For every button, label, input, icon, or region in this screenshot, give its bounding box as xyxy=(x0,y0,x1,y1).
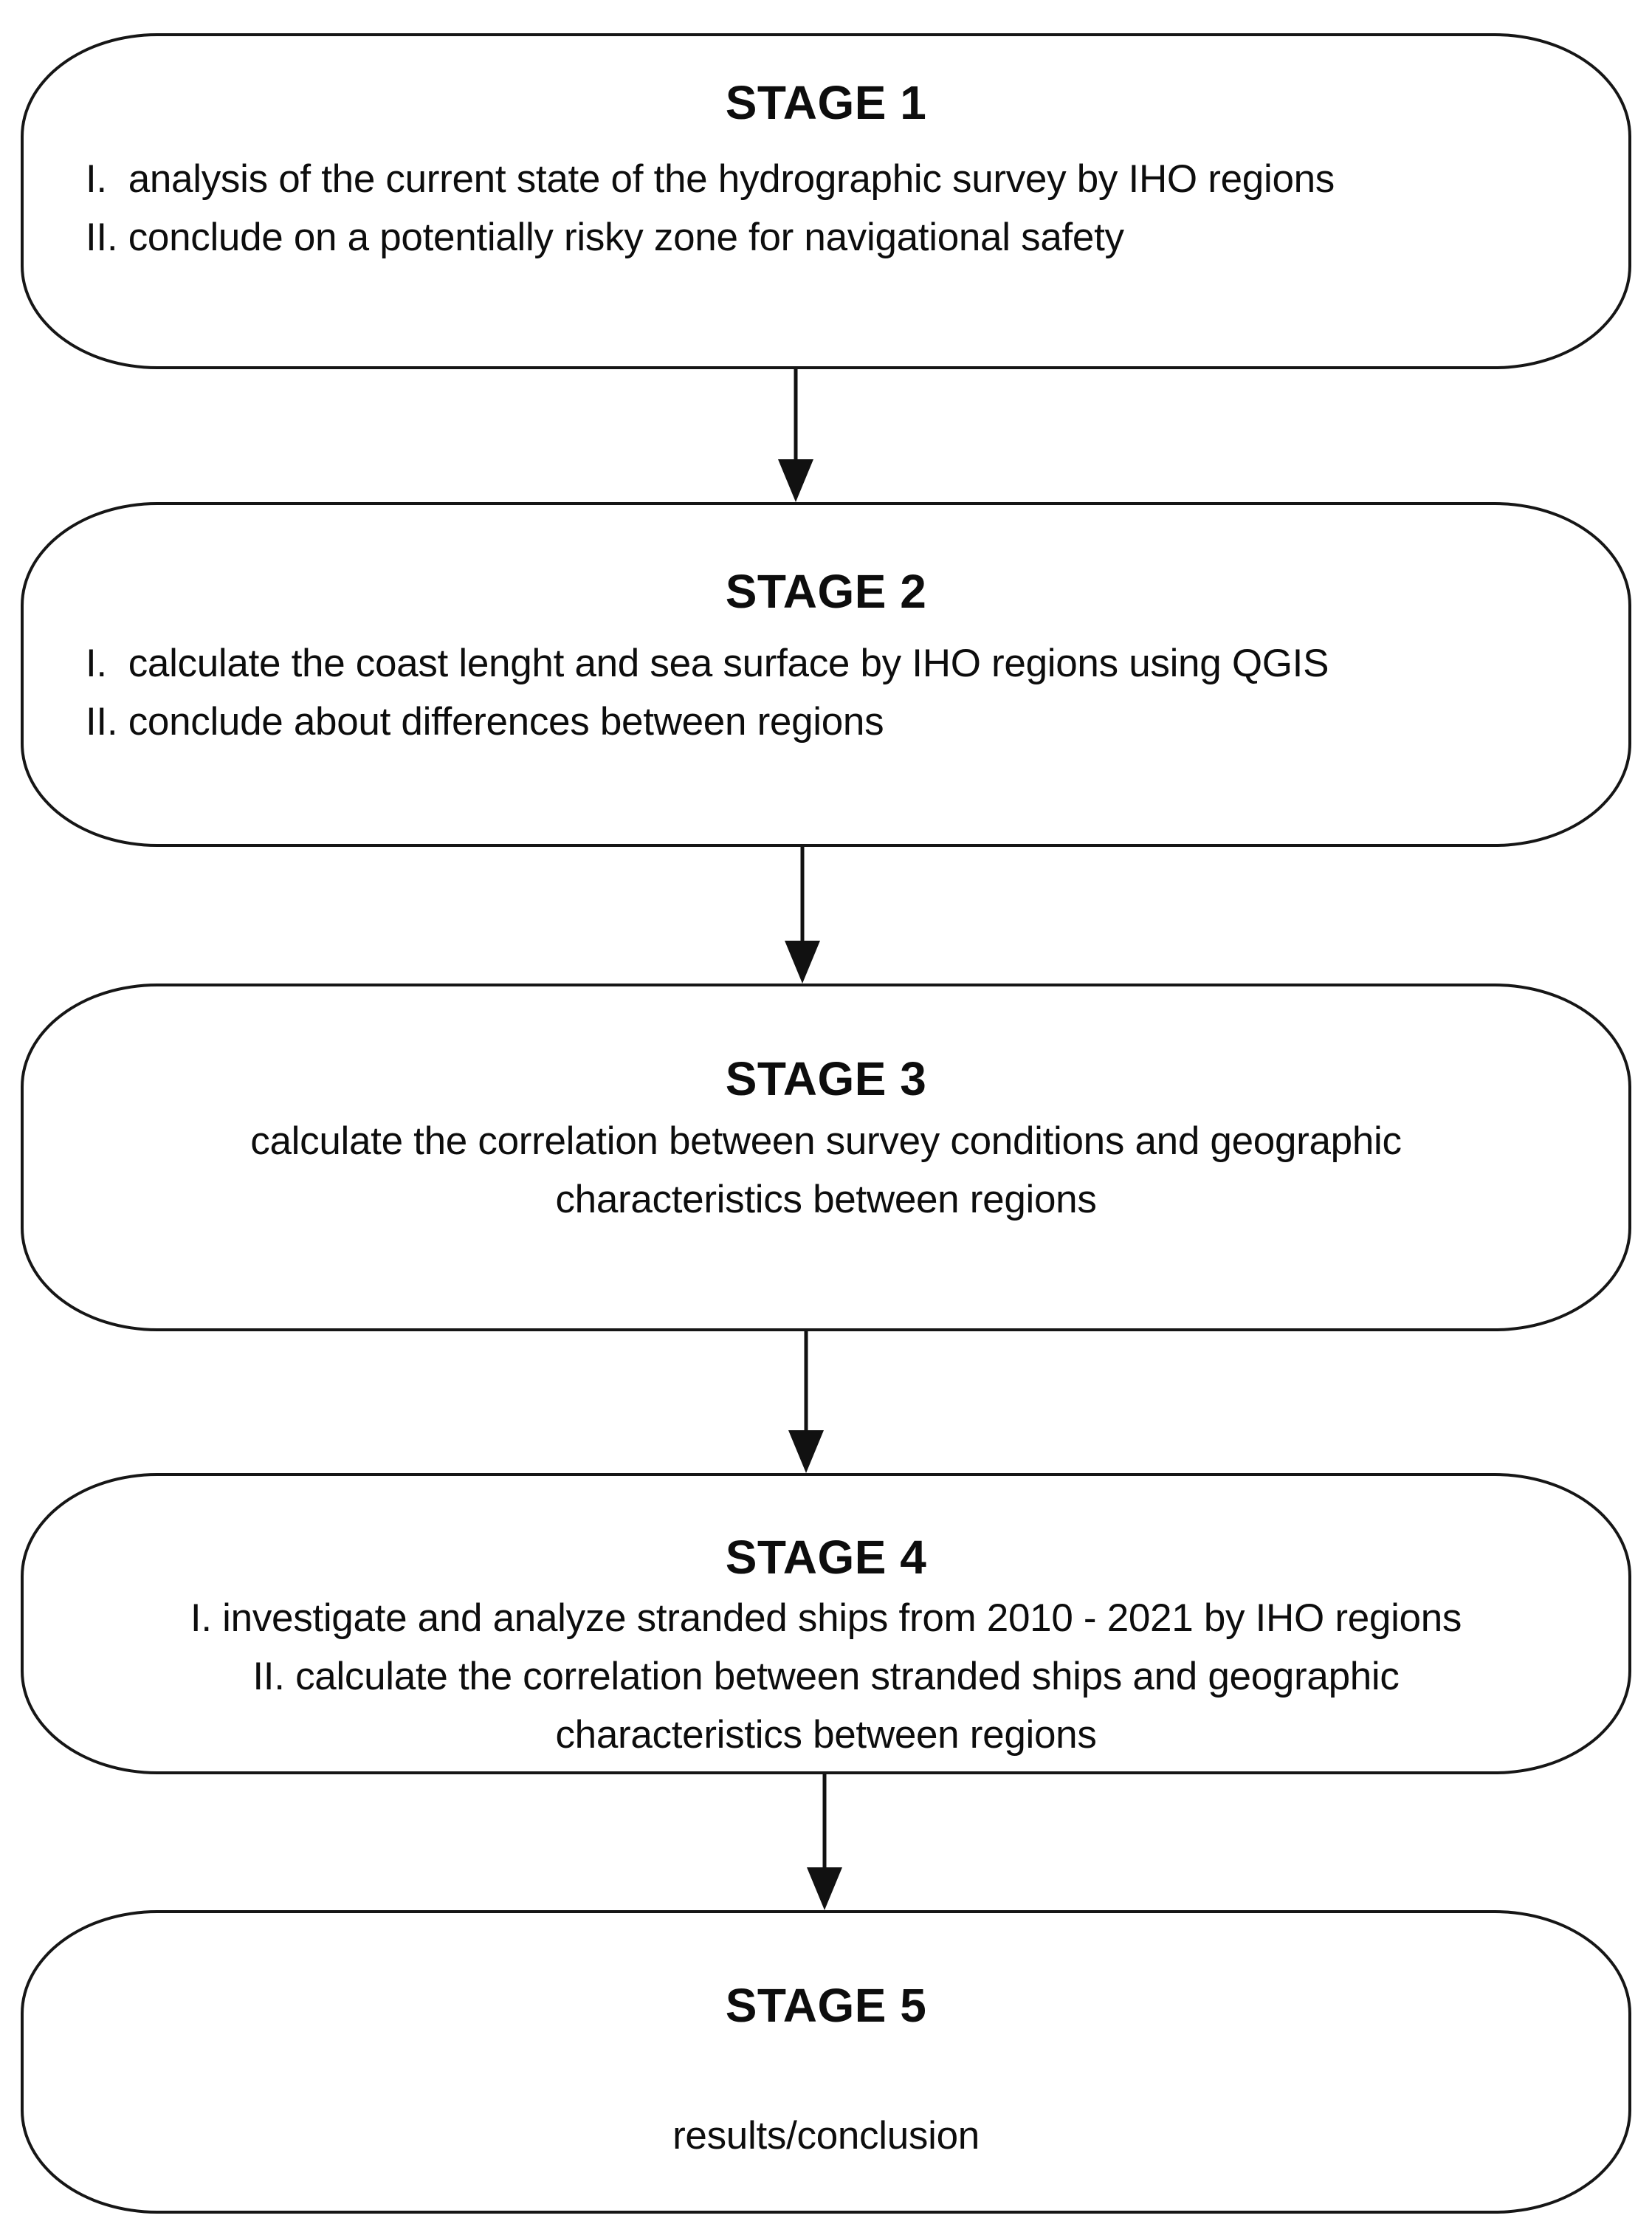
stage-5-lines: results/conclusion xyxy=(24,2107,1628,2165)
flow-arrow-2 xyxy=(783,847,822,984)
stage-5-title: STAGE 5 xyxy=(725,1979,927,2032)
stage-1-line-2: II. conclude on a potentially risky zone… xyxy=(86,216,1124,259)
stage-4-box: STAGE 4 I. investigate and analyze stran… xyxy=(21,1473,1631,1774)
stage-3-title: STAGE 3 xyxy=(725,1052,927,1105)
arrowhead-down xyxy=(807,1867,842,1910)
stage-4-line-3: characteristics between regions xyxy=(555,1713,1097,1757)
stage-3-line-2: characteristics between regions xyxy=(555,1178,1097,1221)
stage-5-box: STAGE 5 results/conclusion xyxy=(21,1910,1631,2214)
arrowhead-down xyxy=(778,459,813,502)
stage-2-box: STAGE 2 I. calculate the coast lenght an… xyxy=(21,502,1631,847)
stage-2-line-1: I. calculate the coast lenght and sea su… xyxy=(86,642,1329,685)
stage-1-title: STAGE 1 xyxy=(725,76,927,129)
stage-1-box: STAGE 1 I. analysis of the current state… xyxy=(21,33,1631,369)
flow-arrow-3 xyxy=(787,1331,825,1473)
stage-2-lines: I. calculate the coast lenght and sea su… xyxy=(24,634,1628,751)
arrow-shaft xyxy=(800,847,805,944)
stage-4-lines: I. investigate and analyze stranded ship… xyxy=(24,1589,1628,1764)
stage-5-line-1: results/conclusion xyxy=(672,2114,980,2158)
arrowhead-down xyxy=(785,941,820,984)
stage-4-line-1: I. investigate and analyze stranded ship… xyxy=(190,1596,1462,1640)
stage-2-title: STAGE 2 xyxy=(725,565,927,618)
flow-arrow-4 xyxy=(805,1774,844,1910)
stage-1-line-1: I. analysis of the current state of the … xyxy=(86,157,1335,201)
stage-1-lines: I. analysis of the current state of the … xyxy=(24,150,1628,267)
stage-2-line-2: II. conclude about differences between r… xyxy=(86,700,884,744)
flow-arrow-1 xyxy=(777,369,815,502)
stage-3-lines: calculate the correlation between survey… xyxy=(24,1112,1628,1229)
arrowhead-down xyxy=(788,1430,824,1473)
arrow-shaft xyxy=(794,369,798,462)
stage-4-title: STAGE 4 xyxy=(725,1531,927,1584)
stage-3-line-1: calculate the correlation between survey… xyxy=(250,1119,1402,1163)
arrow-shaft xyxy=(822,1774,827,1870)
stage-4-line-2: II. calculate the correlation between st… xyxy=(252,1655,1400,1698)
stage-3-box: STAGE 3 calculate the correlation betwee… xyxy=(21,984,1631,1331)
arrow-shaft xyxy=(804,1331,808,1433)
